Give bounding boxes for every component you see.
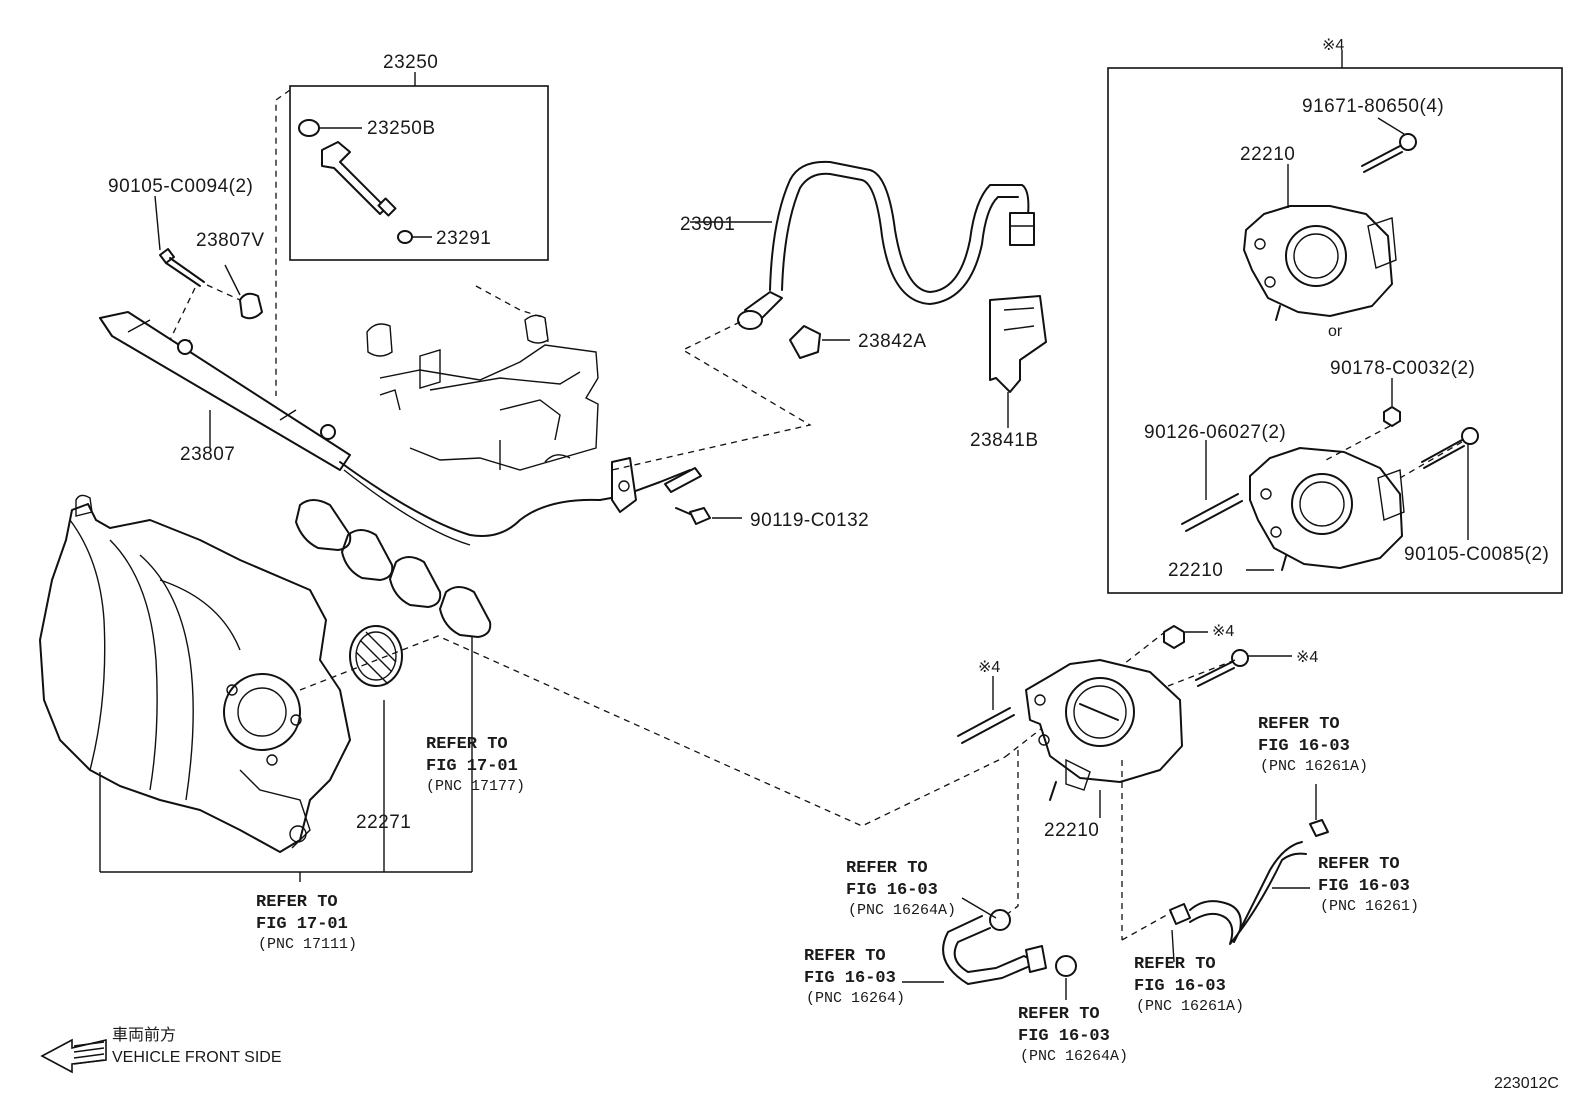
clamp-16264a-lower[interactable]	[1055, 955, 1077, 977]
refer-16261-line3: (PNC 16261)	[1320, 898, 1419, 915]
label-note4-stud: ※4	[978, 659, 1000, 676]
intake-manifold[interactable]	[39, 494, 351, 853]
label-23842a: 23842A	[858, 331, 927, 352]
label-23250b: 23250B	[367, 118, 436, 139]
refer-16264-line3: (PNC 16264)	[806, 990, 905, 1007]
nut-90178-c0032-bottom[interactable]	[1163, 625, 1185, 649]
refer-16261a-lower-line1: REFER TO	[1134, 955, 1216, 974]
refer-17177-line3: (PNC 17177)	[426, 778, 525, 795]
injector-set-box	[289, 85, 549, 261]
label-90119-c0132: 90119-C0132	[750, 510, 869, 531]
vehicle-front-en: VEHICLE FRONT SIDE	[112, 1049, 282, 1066]
clip-23841b[interactable]	[989, 295, 1047, 393]
insulator-23807v[interactable]	[239, 292, 263, 320]
refer-16264a-lower-line1: REFER TO	[1018, 1005, 1100, 1024]
refer-16261a-upper-line2: FIG 16-03	[1258, 737, 1350, 756]
vehicle-front-jp: 車両前方	[112, 1026, 176, 1044]
clamp-16261a-left[interactable]	[1169, 903, 1191, 925]
label-23291: 23291	[436, 228, 491, 249]
refer-16264a-upper-line3: (PNC 16264A)	[848, 902, 956, 919]
refer-16264-line1: REFER TO	[804, 947, 886, 966]
throttle-gasket-22271[interactable]	[349, 625, 403, 687]
stud-90126-06027-bottom[interactable]	[957, 707, 1015, 744]
engine-head-outline	[366, 285, 599, 471]
label-90105-c0085: 90105-C0085(2)	[1404, 544, 1549, 565]
throttle-body-variant-b[interactable]	[1249, 447, 1405, 571]
refer-16261a-upper-line3: (PNC 16261A)	[1260, 758, 1368, 775]
clamp-23842a[interactable]	[789, 325, 821, 359]
refer-16264a-lower-line2: FIG 16-03	[1018, 1027, 1110, 1046]
label-90126-06027: 90126-06027(2)	[1144, 422, 1286, 443]
label-22210-variant-b: 22210	[1168, 560, 1223, 581]
label-90178-c0032: 90178-C0032(2)	[1330, 358, 1475, 379]
label-23841b: 23841B	[970, 430, 1039, 451]
bolt-90119-c0132[interactable]	[675, 507, 711, 525]
clamp-16261a-top[interactable]	[1309, 819, 1329, 837]
refer-16264-line2: FIG 16-03	[804, 969, 896, 988]
refer-16264a-upper-line2: FIG 16-03	[846, 881, 938, 900]
bolt-90105-c0085[interactable]	[1421, 427, 1479, 469]
injector-assembly[interactable]	[298, 119, 413, 244]
vehicle-front-arrow-icon	[40, 1038, 107, 1074]
label-note4-nut: ※4	[1212, 623, 1234, 640]
throttle-body-main[interactable]	[1025, 659, 1183, 801]
fuel-hose-23901[interactable]	[737, 160, 1035, 330]
stud-90126-06027[interactable]	[1181, 493, 1243, 532]
bolt-90105-c0085-bottom[interactable]	[1195, 649, 1249, 687]
refer-16261-line2: FIG 16-03	[1318, 877, 1410, 896]
bolt-91671-80650[interactable]	[1361, 133, 1417, 173]
clamp-16264a-upper[interactable]	[989, 909, 1011, 931]
refer-17177-line2: FIG 17-01	[426, 757, 518, 776]
water-hose-16264[interactable]	[942, 915, 1047, 985]
label-22210-variant-a: 22210	[1240, 144, 1295, 165]
fuel-rail[interactable]	[99, 311, 691, 546]
refer-16261a-lower-line2: FIG 16-03	[1134, 977, 1226, 996]
refer-17111-line1: REFER TO	[256, 893, 338, 912]
refer-17111-line2: FIG 17-01	[256, 915, 348, 934]
refer-16261-line1: REFER TO	[1318, 855, 1400, 874]
label-or: or	[1328, 323, 1343, 340]
label-91671-80650: 91671-80650(4)	[1302, 96, 1444, 117]
refer-16264a-upper-line1: REFER TO	[846, 859, 928, 878]
label-note4-bolt: ※4	[1296, 649, 1318, 666]
figure-id: 223012C	[1494, 1075, 1559, 1092]
refer-17177-line1: REFER TO	[426, 735, 508, 754]
bolt-90105-c0094[interactable]	[159, 248, 205, 287]
fuel-pipe-bracket	[611, 457, 702, 513]
refer-16261a-lower-line3: (PNC 16261A)	[1136, 998, 1244, 1015]
throttle-body-variants-box	[1107, 67, 1563, 594]
refer-17111-line3: (PNC 17111)	[258, 936, 357, 953]
intake-manifold-gasket[interactable]	[295, 499, 492, 638]
label-23901: 23901	[680, 214, 735, 235]
nut-90178-c0032[interactable]	[1383, 406, 1401, 427]
label-90105-c0094: 90105-C0094(2)	[108, 176, 253, 197]
label-22210-main: 22210	[1044, 820, 1099, 841]
label-note4-box: ※4	[1322, 37, 1344, 54]
refer-16264a-lower-line3: (PNC 16264A)	[1020, 1048, 1128, 1065]
label-22271: 22271	[356, 812, 411, 833]
throttle-body-variant-a[interactable]	[1243, 205, 1397, 321]
label-23807: 23807	[180, 444, 235, 465]
label-23807v: 23807V	[196, 230, 265, 251]
refer-16261a-upper-line1: REFER TO	[1258, 715, 1340, 734]
label-23250: 23250	[383, 52, 438, 73]
water-hose-16261[interactable]	[1189, 841, 1307, 945]
